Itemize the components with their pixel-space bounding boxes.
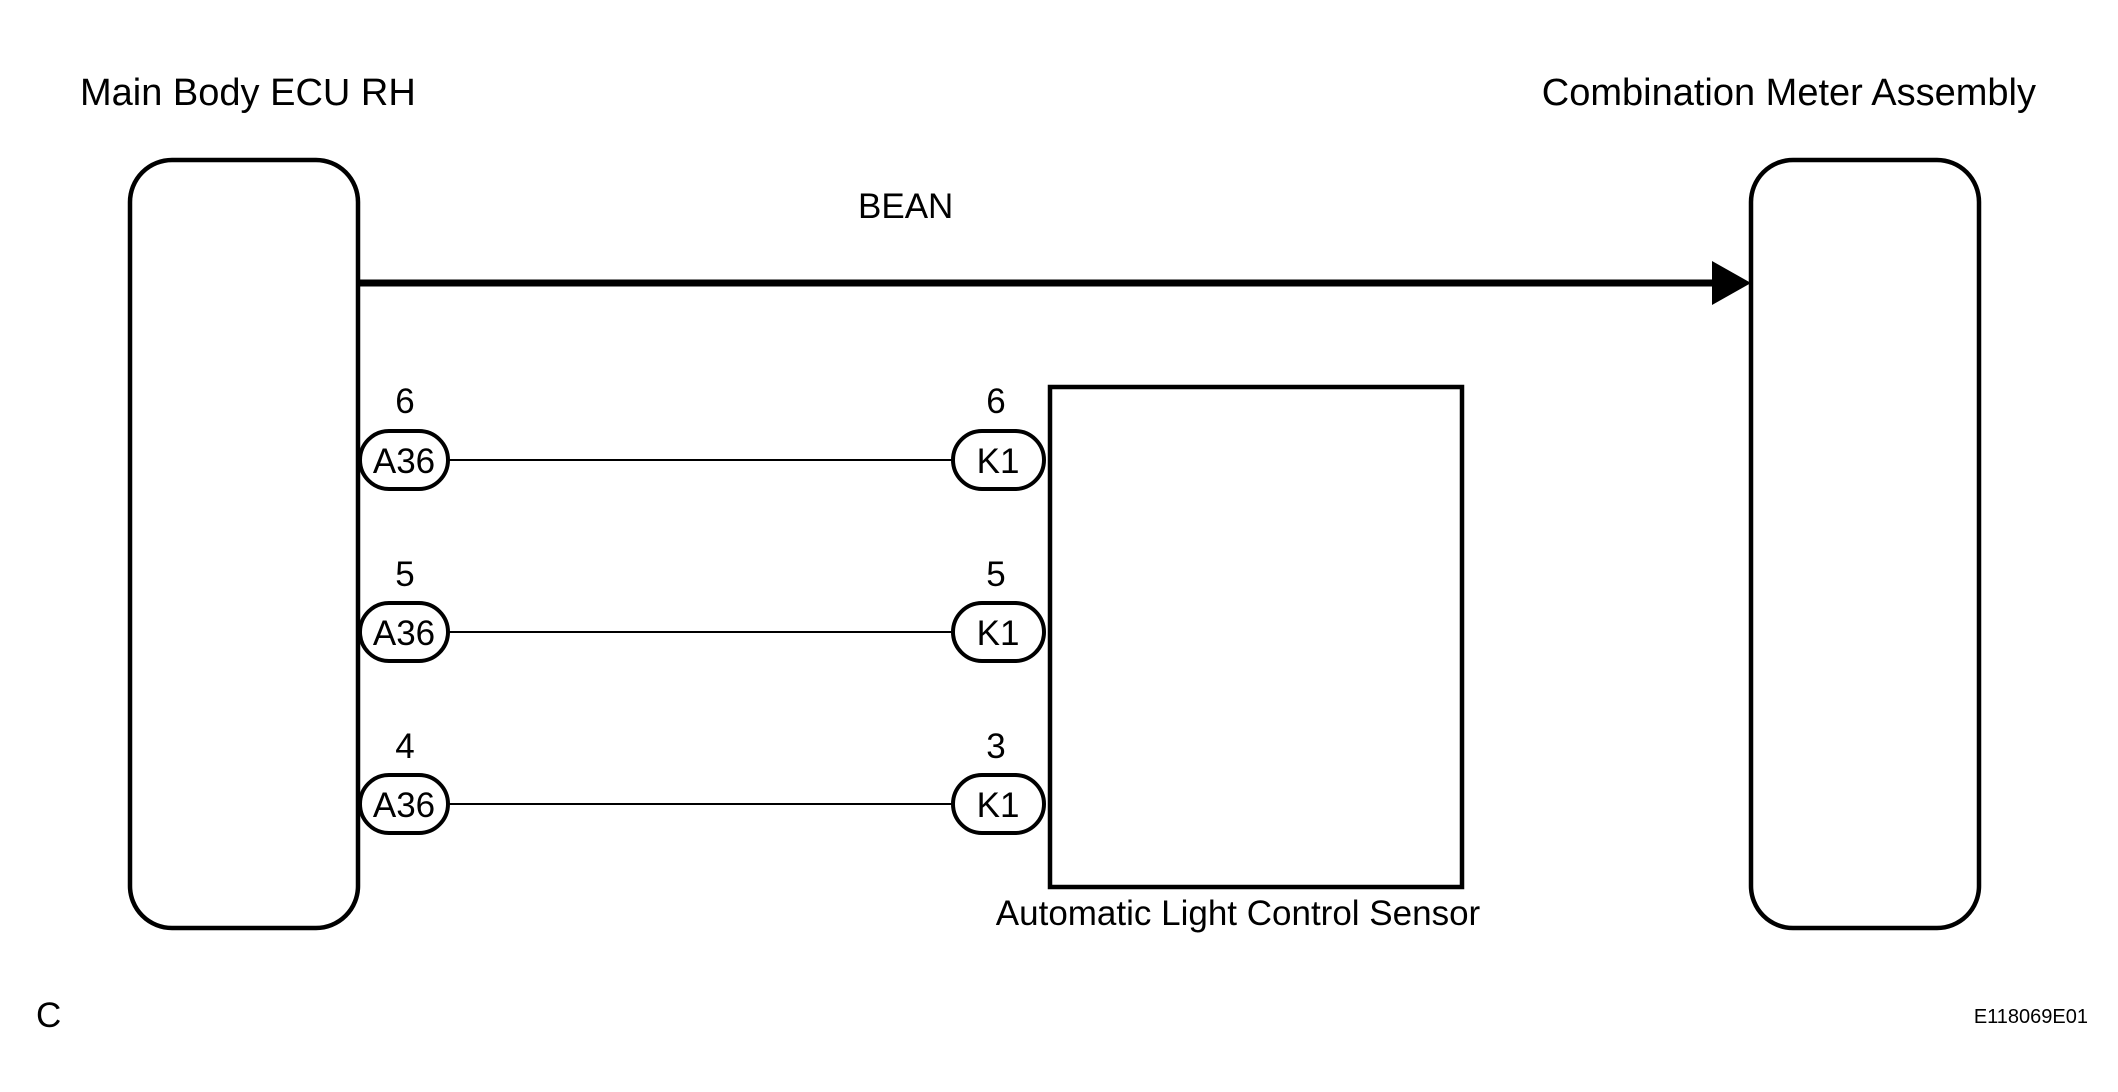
ecu-label: Main Body ECU RH — [80, 72, 416, 114]
bus-label: BEAN — [858, 187, 953, 226]
from-pin-label: 6 — [395, 382, 414, 421]
to-pin-label: 6 — [986, 382, 1005, 421]
sensor-box — [1047, 384, 1465, 890]
meter-label: Combination Meter Assembly — [1542, 72, 2036, 114]
to-connector-label: K1 — [977, 442, 1020, 481]
to-connector-oval — [951, 601, 1046, 663]
to-pin-label: 5 — [986, 555, 1005, 594]
footer-code: C — [36, 996, 61, 1035]
meter-box — [1748, 157, 1982, 931]
wire-3: 4 A36 3 K1 — [358, 727, 1046, 835]
from-connector-label: A36 — [373, 614, 435, 653]
bean-arrow-head — [1712, 261, 1751, 305]
to-connector-label: K1 — [977, 614, 1020, 653]
from-pin-label: 5 — [395, 555, 414, 594]
to-pin-label: 3 — [986, 727, 1005, 766]
to-connector-label: K1 — [977, 786, 1020, 825]
ecu-box — [127, 157, 361, 931]
sensor-label: Automatic Light Control Sensor — [996, 894, 1481, 933]
from-connector-label: A36 — [373, 786, 435, 825]
from-connector-label: A36 — [373, 442, 435, 481]
from-connector-oval — [358, 601, 450, 663]
wire-1: 6 A36 6 K1 — [358, 382, 1046, 491]
to-connector-oval — [951, 429, 1046, 491]
wire-2: 5 A36 5 K1 — [358, 555, 1046, 663]
from-connector-oval — [358, 773, 450, 835]
to-connector-oval — [951, 773, 1046, 835]
from-pin-label: 4 — [395, 727, 414, 766]
figure-id: E118069E01 — [1974, 1006, 2088, 1028]
from-connector-oval — [358, 429, 450, 491]
